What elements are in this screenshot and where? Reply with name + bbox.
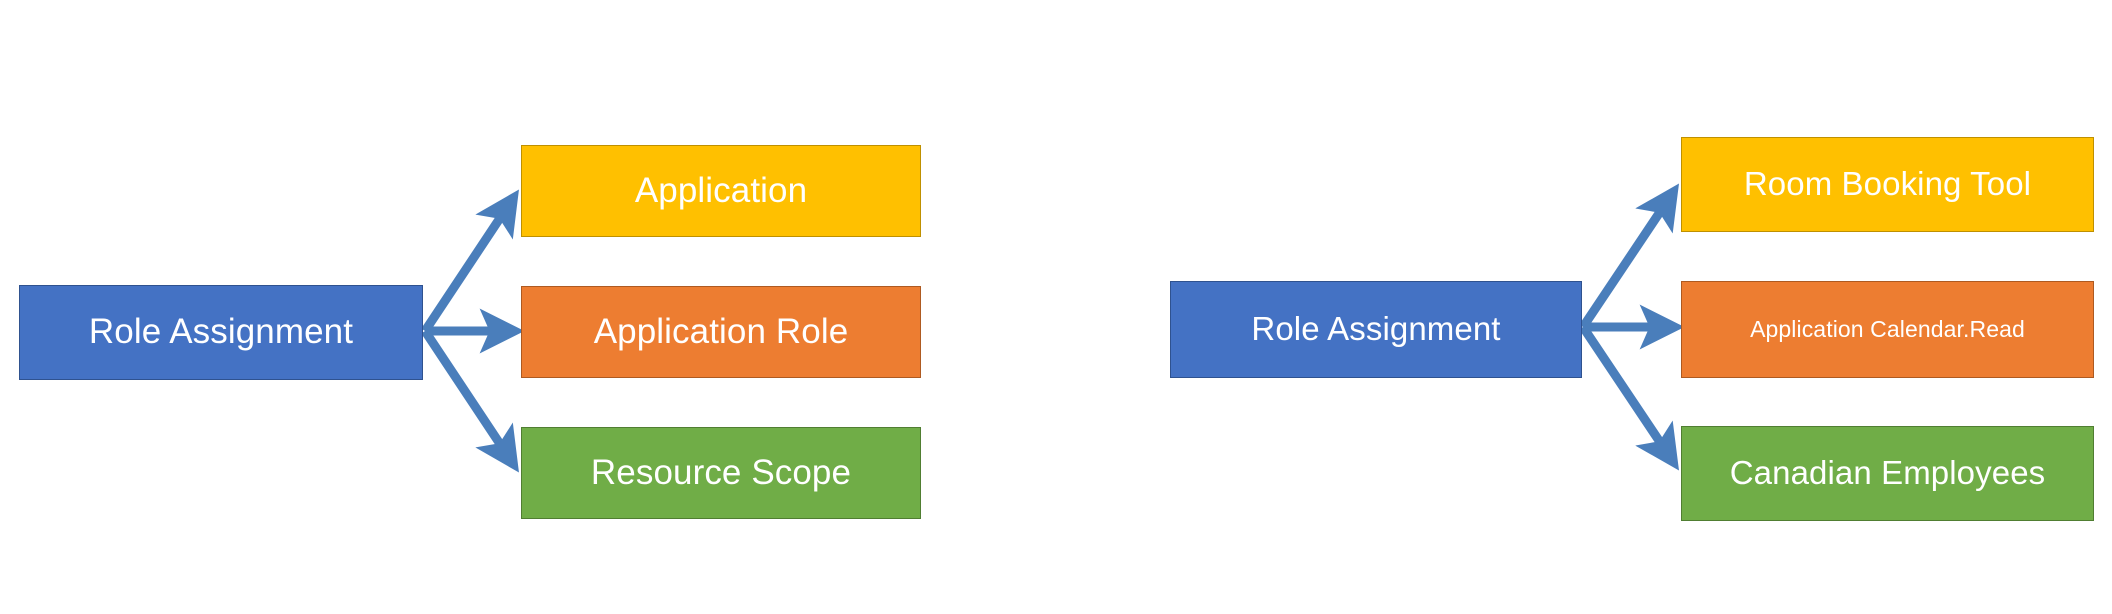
- node-label: Role Assignment: [1251, 310, 1501, 348]
- node-label: Role Assignment: [88, 312, 354, 352]
- node-application[interactable]: Application: [521, 145, 921, 237]
- arrow-to-canadian-employees: [1579, 324, 1680, 471]
- node-application-role[interactable]: Application Role: [521, 286, 921, 378]
- node-application-calendar-read[interactable]: Application Calendar.Read: [1681, 281, 2094, 378]
- node-label: Canadian Employees: [1729, 454, 2046, 492]
- node-role-assignment-generic[interactable]: Role Assignment: [19, 285, 423, 380]
- node-resource-scope[interactable]: Resource Scope: [521, 427, 921, 519]
- node-room-booking-tool[interactable]: Room Booking Tool: [1681, 137, 2094, 232]
- node-label: Application Calendar.Read: [1750, 315, 2025, 342]
- arrow-to-application: [421, 189, 519, 334]
- arrow-to-room-booking-tool: [1579, 183, 1680, 330]
- node-label: Room Booking Tool: [1743, 165, 2032, 203]
- arrow-group-example: [1579, 183, 1685, 471]
- arrow-group-generic: [421, 189, 525, 473]
- node-label: Application Role: [593, 311, 849, 351]
- arrow-to-resource-scope: [421, 328, 519, 473]
- node-canadian-employees[interactable]: Canadian Employees: [1681, 426, 2094, 521]
- node-label: Application: [634, 170, 808, 210]
- node-role-assignment-example[interactable]: Role Assignment: [1170, 281, 1582, 378]
- node-label: Resource Scope: [590, 452, 852, 492]
